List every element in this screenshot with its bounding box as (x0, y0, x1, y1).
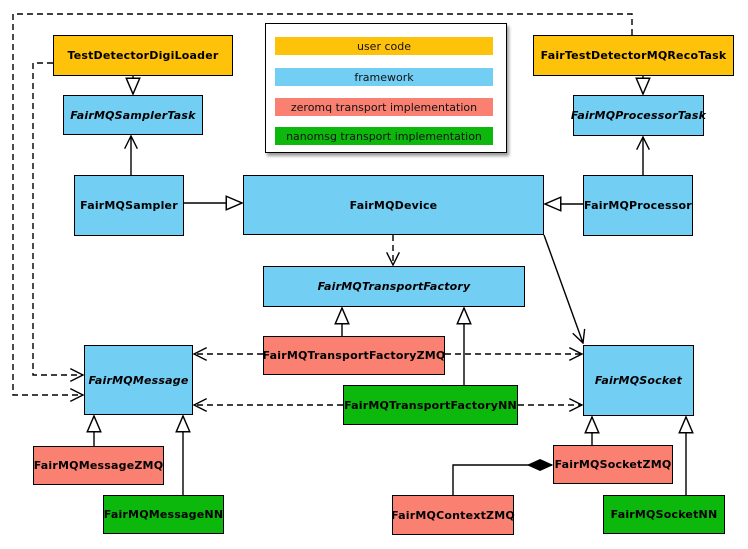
node-fairmqdevice: FairMQDevice (243, 175, 544, 235)
node-fairmqsampler: FairMQSampler (74, 175, 184, 236)
node-label: FairMQMessageZMQ (33, 459, 164, 472)
legend-item-user-code: user code (275, 37, 493, 55)
node-fairtestdetectormqrecotask: FairTestDetectorMQRecoTask (533, 35, 734, 76)
node-fairmqtransportfactorynn: FairMQTransportFactoryNN (343, 385, 518, 425)
node-label: FairMQContextZMQ (391, 508, 515, 522)
edge-socketzmq-contextzmq (452, 465, 552, 495)
node-label: FairMQTransportFactory (317, 280, 471, 293)
node-fairmqmessagenn: FairMQMessageNN (103, 495, 224, 534)
node-label: FairMQMessage (88, 373, 189, 387)
legend-item-nanomsg: nanomsg transport implementation (275, 127, 493, 145)
node-label: TestDetectorDigiLoader (67, 49, 219, 62)
node-label: FairMQTransportFactoryNN (344, 398, 517, 412)
edge-recotask-message (12, 13, 633, 395)
node-fairmqcontextzmq: FairMQContextZMQ (391, 495, 515, 535)
node-label: FairTestDetectorMQRecoTask (540, 49, 727, 62)
node-fairmqmessagezmq: FairMQMessageZMQ (33, 446, 164, 485)
edge-digiloader-message (32, 62, 83, 375)
node-label: FairMQProcessor (584, 199, 692, 212)
legend-item-zeromq: zeromq transport implementation (275, 98, 493, 116)
edge-device-socket (543, 234, 583, 343)
legend-label: user code (356, 39, 412, 53)
node-fairmqsocket: FairMQSocket (583, 345, 694, 416)
node-label: FairMQProcessorTask (570, 109, 707, 122)
node-label: FairMQSocketZMQ (554, 458, 672, 471)
legend-label: zeromq transport implementation (290, 100, 478, 114)
legend-item-framework: framework (275, 68, 493, 86)
node-fairmqprocessortask: FairMQProcessorTask (570, 95, 707, 136)
node-label: FairMQSampler (80, 199, 178, 212)
node-fairmqtransportfactoryzmq: FairMQTransportFactoryZMQ (263, 336, 445, 375)
node-fairmqmessage: FairMQMessage (84, 345, 193, 415)
legend: user code framework zeromq transport imp… (265, 23, 507, 153)
node-fairmqsocketnn: FairMQSocketNN (603, 495, 725, 534)
node-label: FairMQSamplerTask (70, 108, 196, 122)
legend-label: nanomsg transport implementation (286, 129, 482, 143)
legend-label: framework (354, 70, 414, 84)
node-label: FairMQSocketNN (610, 508, 718, 521)
node-testdetectordigiloader: TestDetectorDigiLoader (53, 35, 233, 76)
node-label: FairMQMessageNN (103, 508, 224, 521)
node-label: FairMQTransportFactoryZMQ (262, 349, 446, 362)
node-fairmqsocketzmq: FairMQSocketZMQ (553, 445, 673, 484)
node-label: FairMQSocket (594, 374, 683, 387)
node-fairmqsamplertask: FairMQSamplerTask (63, 95, 203, 135)
node-label: FairMQDevice (349, 198, 438, 212)
node-fairmqprocessor: FairMQProcessor (583, 175, 693, 236)
node-fairmqtransportfactory: FairMQTransportFactory (263, 266, 525, 307)
